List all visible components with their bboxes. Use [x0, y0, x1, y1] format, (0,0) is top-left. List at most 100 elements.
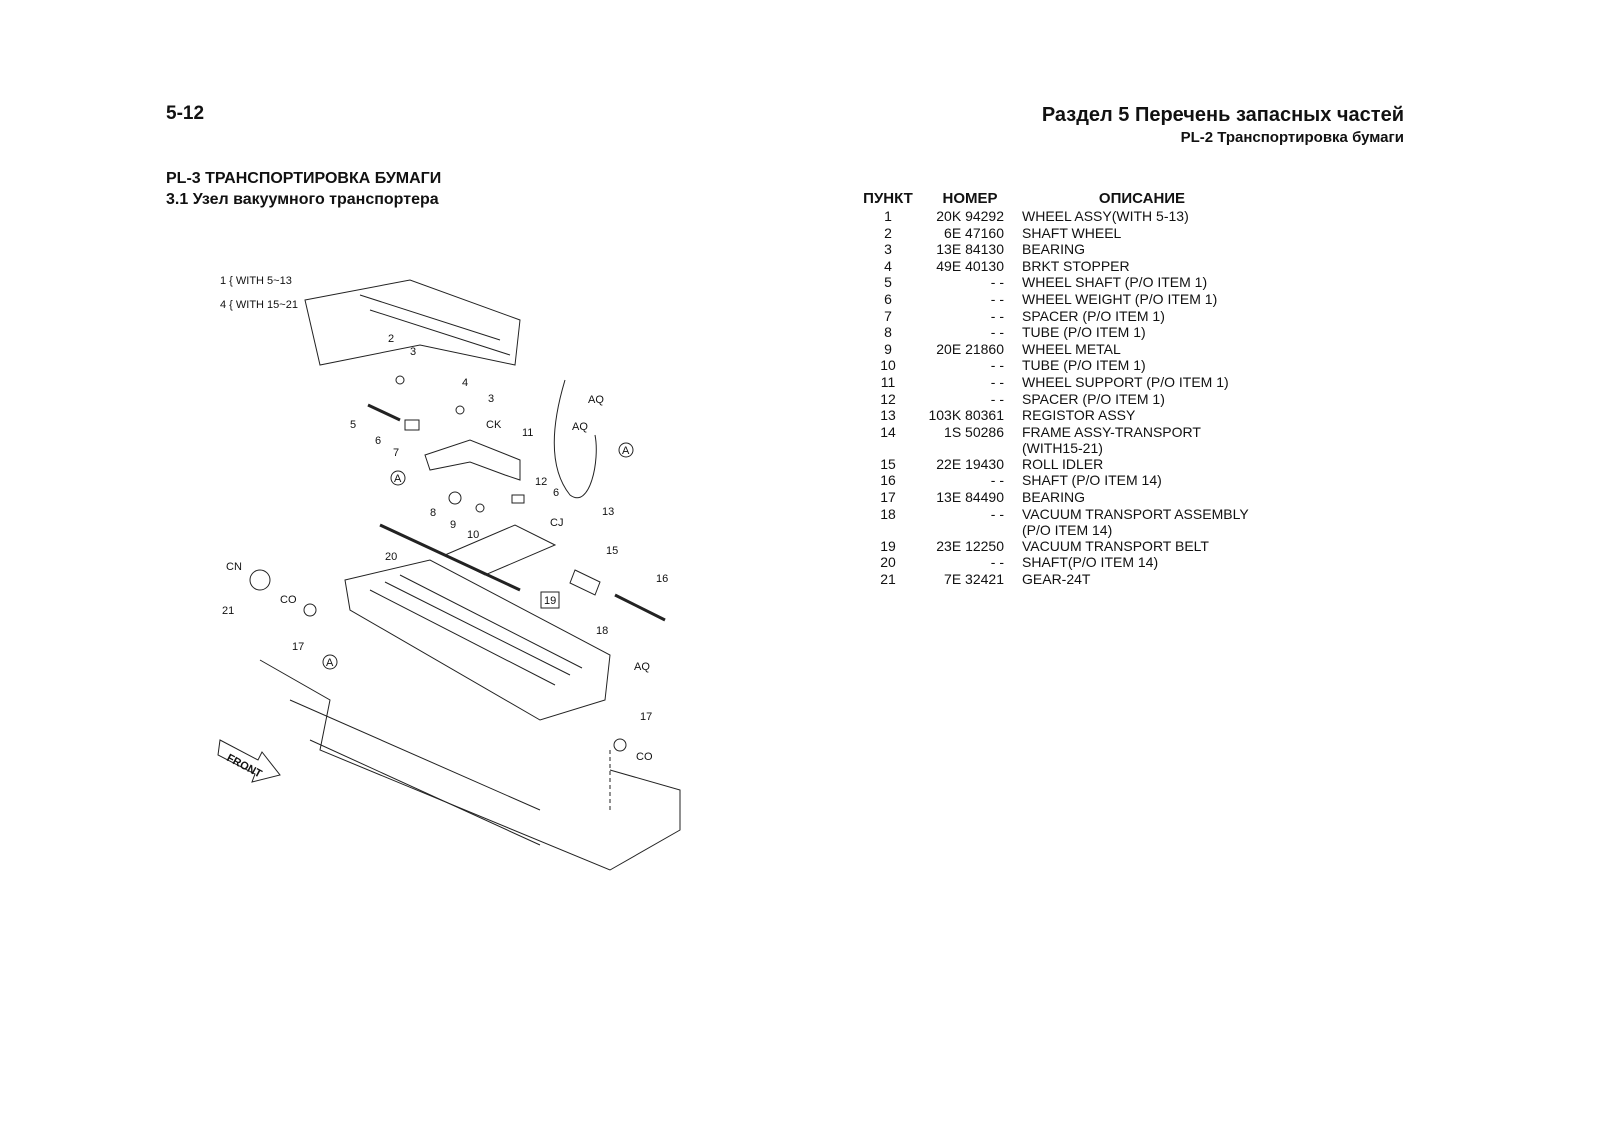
- roll-shaft-part: [614, 593, 666, 622]
- description-cell: VACUUM TRANSPORT BELT: [1022, 538, 1292, 555]
- item-cell-text: 3: [884, 241, 892, 258]
- page-number: 5-12: [166, 103, 205, 124]
- connector-aq: AQ: [588, 394, 604, 406]
- item-cell-text: 20: [880, 554, 896, 571]
- tube-part: [475, 503, 485, 513]
- item-cell: 11: [858, 374, 918, 391]
- connector-co-2: CO: [636, 751, 653, 763]
- item-cell-text: 10: [880, 357, 896, 374]
- description-cell-text: REGISTOR ASSY: [1022, 407, 1136, 424]
- item-cell: 10: [858, 357, 918, 374]
- table-row: 16- -SHAFT (P/O ITEM 14): [858, 472, 1292, 489]
- item-cell: 9: [858, 341, 918, 358]
- description-cell: SHAFT(P/O ITEM 14): [1022, 554, 1292, 571]
- description-cell-text: SPACER (P/O ITEM 1): [1022, 307, 1165, 324]
- part-number-cell-text: 13E 84130: [936, 241, 1004, 258]
- part-number-cell: 20E 21860: [918, 341, 1022, 358]
- part-number-cell: 13E 84130: [918, 241, 1022, 258]
- part-number-cell-text: 13E 84490: [936, 488, 1004, 505]
- marker-a-circle: A: [322, 654, 338, 670]
- item-cell-text: 4: [884, 257, 892, 274]
- description-cell: GEAR-24T: [1022, 571, 1292, 588]
- callout-13: 13: [602, 506, 614, 518]
- description-cell-text: WHEEL WEIGHT (P/O ITEM 1): [1022, 290, 1218, 307]
- item-cell-text: 15: [880, 455, 896, 472]
- item-cell: 8: [858, 324, 918, 341]
- item-cell: 20: [858, 554, 918, 571]
- table-row: 3 13E 84130 BEARING: [858, 241, 1292, 258]
- connector-aq-3: AQ: [634, 661, 650, 673]
- legend-with-15-21: 4 { WITH 15~21: [220, 299, 298, 311]
- wheel-metal-part: [448, 491, 462, 505]
- roll-idler-part: [569, 569, 601, 596]
- description-cell: ROLL IDLER: [1022, 456, 1292, 473]
- description-cell-text: ROLL IDLER: [1022, 455, 1104, 472]
- part-number-cell-text: - -: [990, 472, 1004, 489]
- item-cell: 17: [858, 489, 918, 506]
- description-cell: FRAME ASSY-TRANSPORT(WITH15-21): [1022, 424, 1292, 456]
- callout-2: 2: [388, 333, 394, 345]
- item-cell-text: 21: [880, 570, 896, 587]
- item-cell: 15: [858, 456, 918, 473]
- item-cell: 4: [858, 258, 918, 275]
- callout-17b: 17: [640, 711, 652, 723]
- item-cell-text: 17: [880, 488, 896, 505]
- callout-11: 11: [522, 427, 533, 439]
- item-cell: 3: [858, 241, 918, 258]
- description-cell: TUBE (P/O ITEM 1): [1022, 357, 1292, 374]
- table-row: 10 - - TUBE (P/O ITEM 1): [858, 357, 1292, 374]
- item-cell-text: 8: [884, 324, 892, 341]
- part-number-cell-text: - -: [990, 357, 1004, 374]
- item-cell: 18: [858, 506, 918, 538]
- spacer-part: [511, 494, 525, 504]
- part-number-cell: 7E 32421: [918, 571, 1022, 588]
- figure-title: PL-3 ТРАНСПОРТИРОВКА БУМАГИ: [166, 170, 442, 187]
- base-frame-detail: [289, 699, 541, 846]
- description-cell-line2: (P/O ITEM 14): [1022, 521, 1113, 538]
- callout-5: 5: [350, 419, 356, 431]
- table-row: 12- -SPACER (P/O ITEM 1): [858, 391, 1292, 408]
- item-cell-text: 16: [880, 472, 896, 489]
- part-number-cell: - -: [918, 308, 1022, 325]
- part-number-cell: 1S 50286: [918, 424, 1022, 456]
- wheel-support-part: [424, 439, 521, 481]
- description-cell: WHEEL WEIGHT (P/O ITEM 1): [1022, 291, 1292, 308]
- top-rail-part: [304, 279, 521, 366]
- callout-4: 4: [462, 377, 468, 389]
- callout-15: 15: [606, 545, 618, 557]
- svg-text:A: A: [394, 473, 402, 485]
- part-number-cell-text: 22E 19430: [936, 455, 1004, 472]
- description-cell-text: VACUUM TRANSPORT ASSEMBLY: [1022, 505, 1249, 522]
- part-number-cell-text: 49E 40130: [936, 257, 1004, 274]
- bearing-part: [455, 405, 465, 415]
- description-cell-text: TUBE (P/O ITEM 1): [1022, 324, 1146, 341]
- item-cell: 14: [858, 424, 918, 456]
- item-cell-text: 2: [884, 224, 892, 241]
- callout-21: 21: [222, 605, 234, 617]
- item-cell-text: 6: [884, 290, 892, 307]
- item-cell-text: 5: [884, 274, 892, 291]
- section-subtitle: PL-2 Транспортировка бумаги: [1180, 129, 1404, 146]
- part-number-cell-text: - -: [990, 307, 1004, 324]
- part-number-cell: - -: [918, 472, 1022, 489]
- marker-a-circle: A: [390, 470, 406, 486]
- part-number-cell: 13E 84490: [918, 489, 1022, 506]
- part-number-cell-text: 20E 21860: [936, 340, 1004, 357]
- description-cell: BEARING: [1022, 241, 1292, 258]
- description-cell: WHEEL ASSY(WITH 5-13): [1022, 208, 1292, 225]
- description-cell-text: WHEEL METAL: [1022, 340, 1121, 357]
- table-row: 8- -TUBE (P/O ITEM 1): [858, 324, 1292, 341]
- transport-belt-part: [443, 524, 557, 576]
- item-cell-text: 9: [884, 340, 892, 357]
- description-cell: WHEEL SHAFT (P/O ITEM 1): [1022, 274, 1292, 291]
- table-row: 15 22E 19430 ROLL IDLER: [858, 456, 1292, 473]
- connector-ck: CK: [486, 419, 502, 431]
- description-cell: TUBE (P/O ITEM 1): [1022, 324, 1292, 341]
- description-cell-text: WHEEL ASSY(WITH 5-13): [1022, 208, 1189, 224]
- callout-8: 8: [430, 507, 436, 519]
- item-cell: 1: [858, 208, 918, 225]
- callout-3: 3: [410, 346, 416, 358]
- part-number-cell: 22E 19430: [918, 456, 1022, 473]
